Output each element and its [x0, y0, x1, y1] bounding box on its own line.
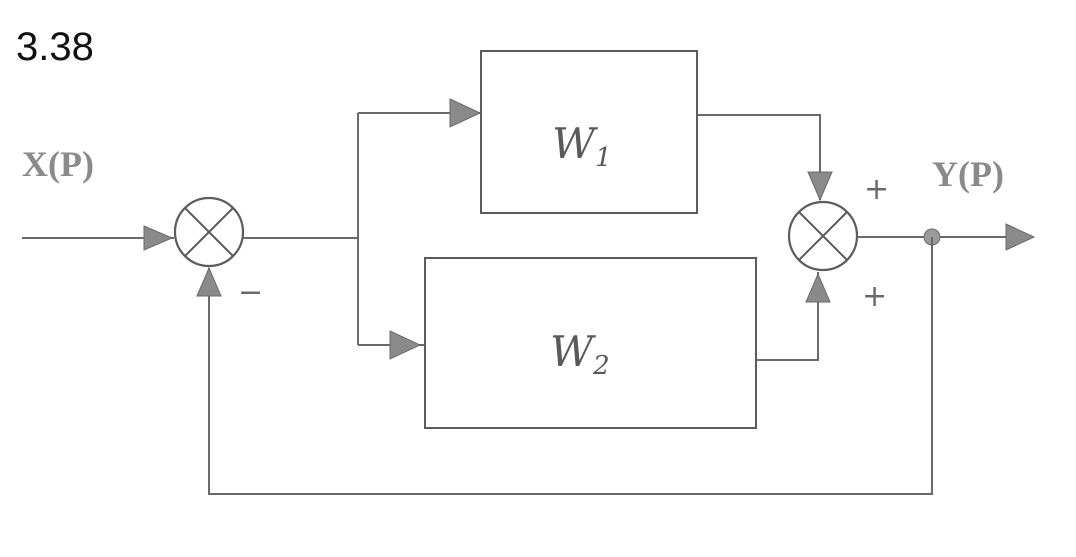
output-summing-junction: [787, 200, 859, 272]
feedback-arrow: [196, 266, 222, 297]
svg-text:W1: W1: [552, 119, 612, 173]
output-signal-label: Y(P): [932, 154, 1004, 194]
block-w1: W1: [480, 50, 698, 214]
input-signal-label: X(P): [22, 144, 94, 184]
w1-output-arrow: [807, 171, 833, 202]
svg-text:W2: W2: [550, 327, 610, 381]
input-summing-junction: [173, 196, 245, 268]
block-w2-name: W: [550, 327, 597, 376]
w1-input-arrow: [449, 98, 482, 128]
w2-output-line: [756, 272, 819, 361]
figure-number: 3.38: [16, 25, 94, 69]
bottom-plus-sign: +: [862, 279, 887, 314]
output-arrow: [1005, 223, 1036, 251]
block-w1-subscript: 1: [595, 143, 612, 173]
w1-output-line: [697, 114, 821, 200]
feedback-minus-sign: −: [238, 275, 263, 310]
top-plus-sign: +: [864, 172, 889, 207]
w2-output-arrow: [805, 272, 831, 303]
feedback-line: [208, 237, 933, 495]
w2-input-arrow: [389, 330, 422, 360]
input-arrow: [143, 225, 174, 251]
block-w2: W2: [424, 257, 757, 429]
block-w1-name: W: [552, 119, 599, 168]
block-w2-subscript: 2: [592, 351, 610, 381]
